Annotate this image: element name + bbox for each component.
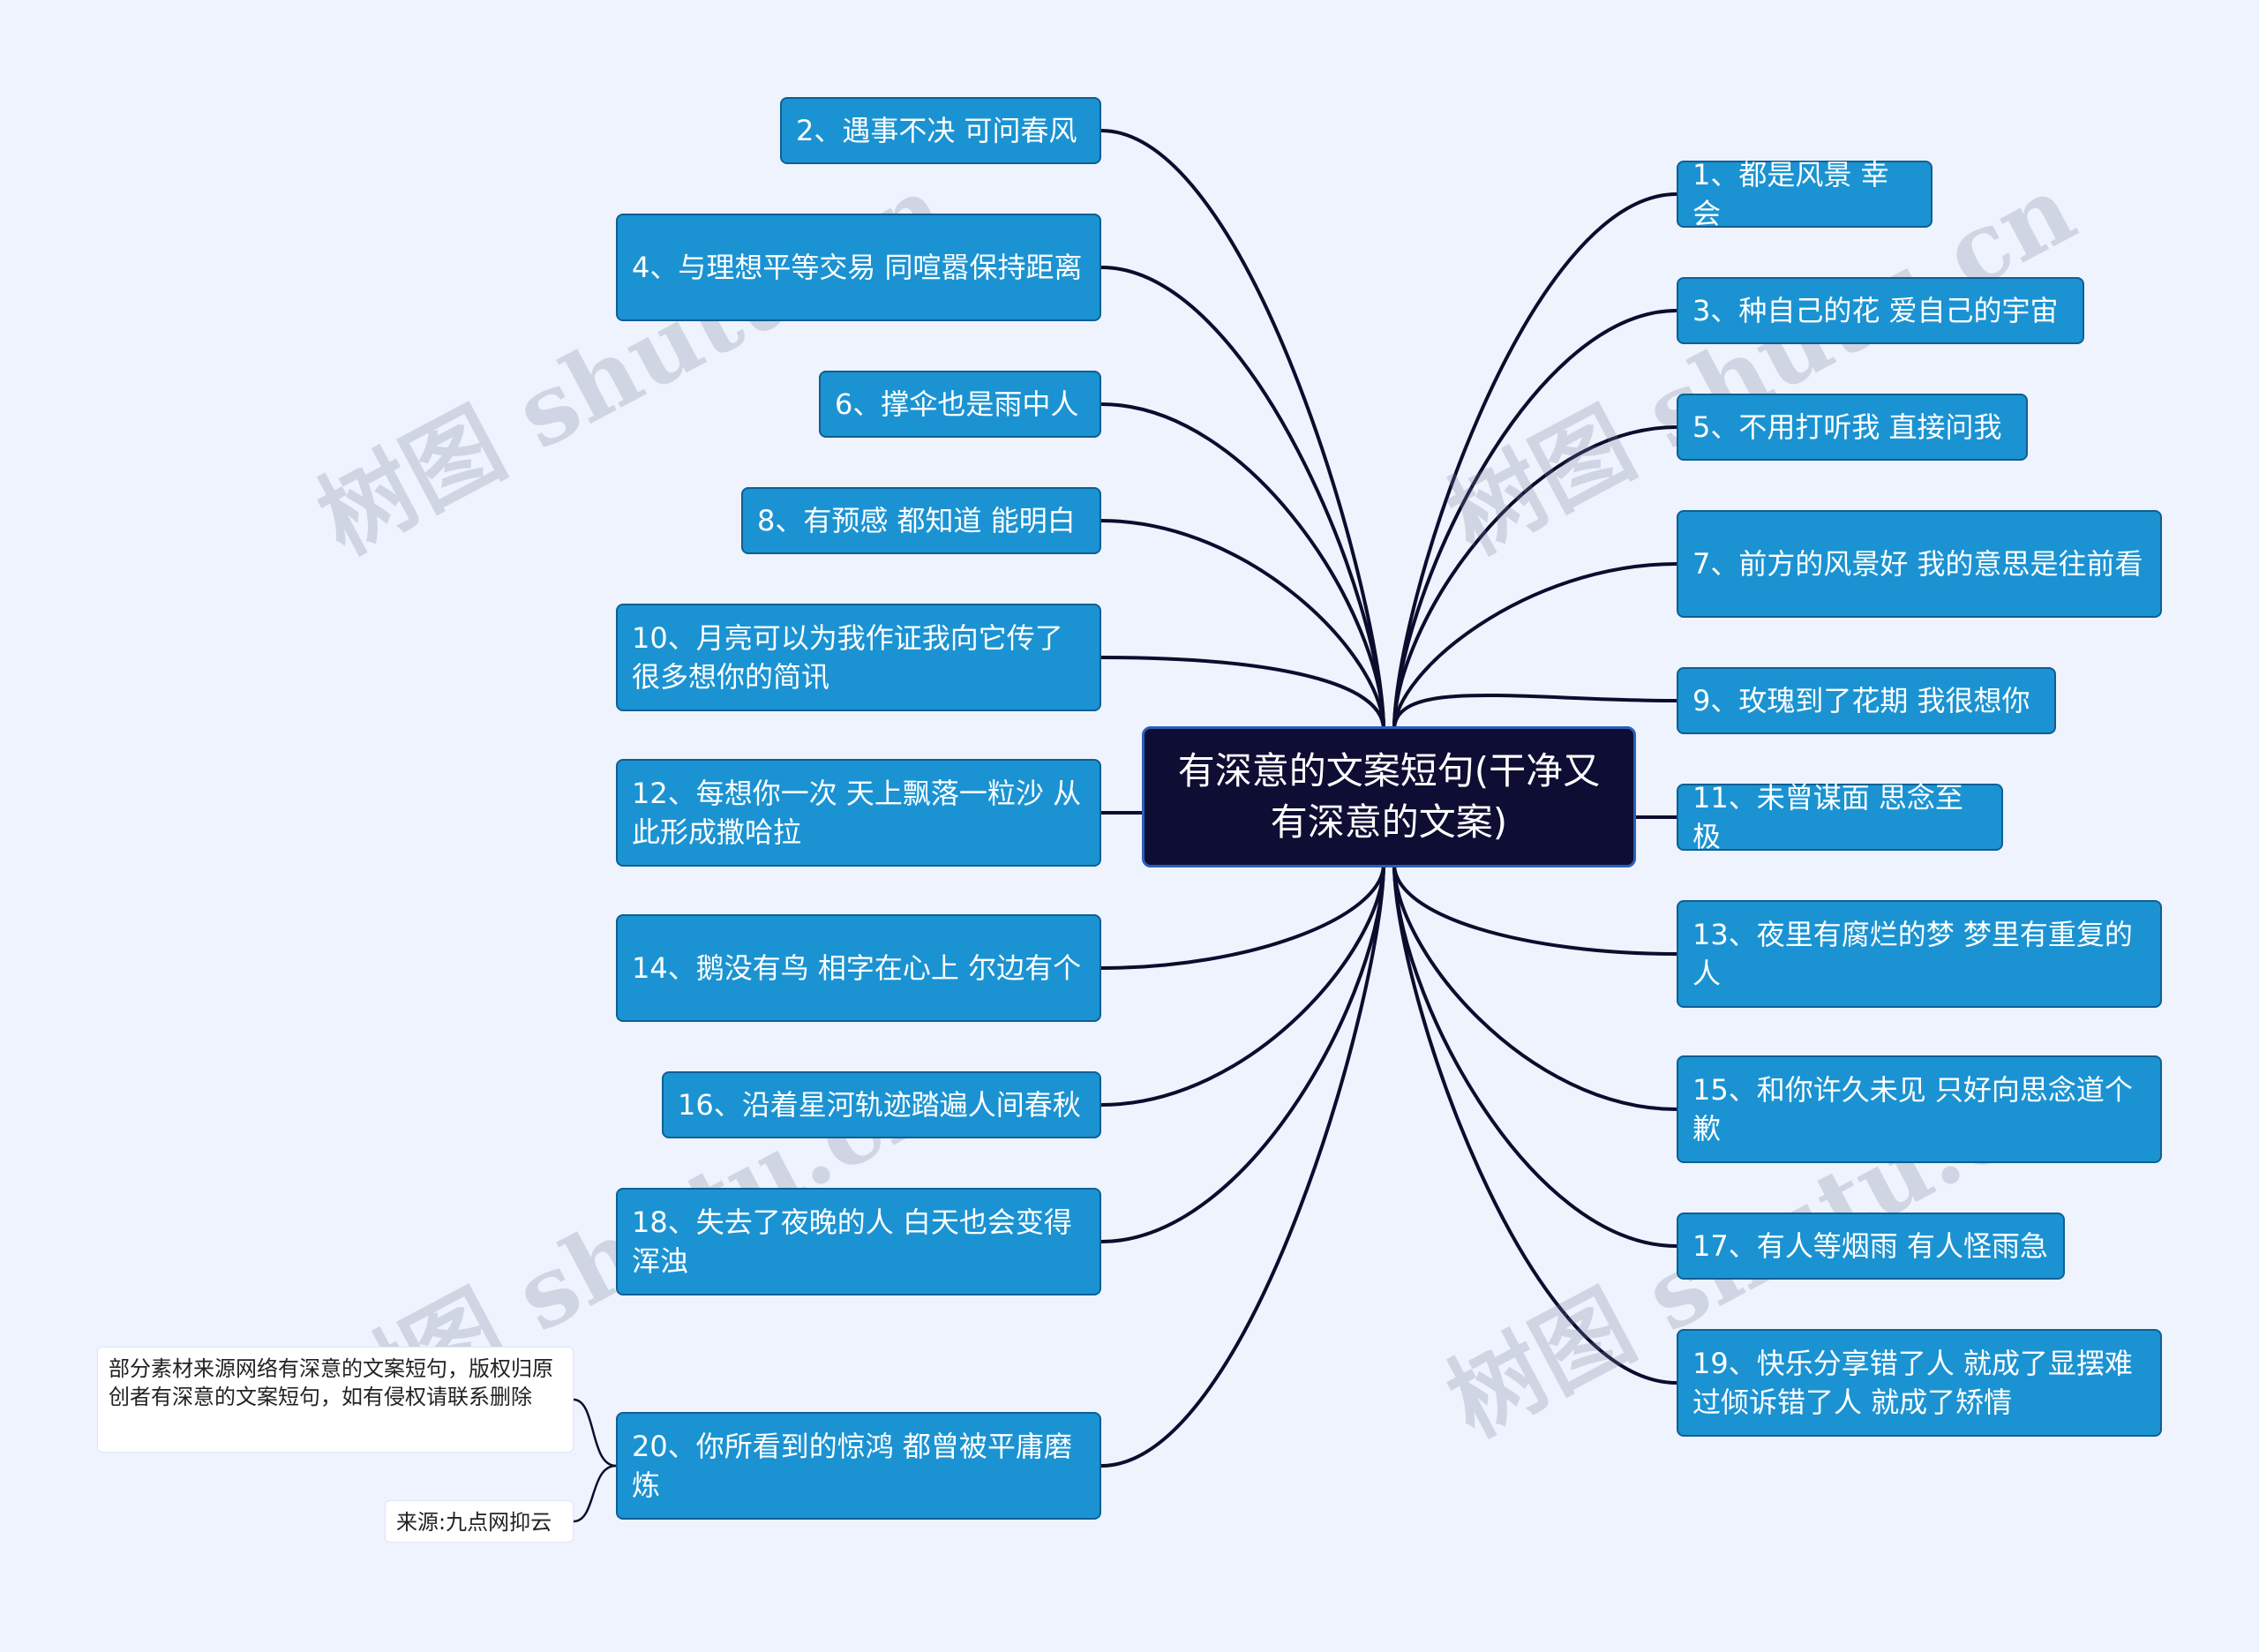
source-note: 部分素材来源网络有深意的文案短句，版权归原创者有深意的文案短句，如有侵权请联系删… [97,1347,574,1453]
connector-line [1392,309,1677,731]
connector-line [1100,266,1385,731]
branch-node-5[interactable]: 5、不用打听我 直接问我 [1677,394,2028,461]
branch-node-13[interactable]: 13、夜里有腐烂的梦 梦里有重复的人 [1677,900,2162,1008]
branch-node-1[interactable]: 1、都是风景 幸会 [1677,158,1933,230]
branch-node-4[interactable]: 4、与理想平等交易 同喧嚣保持距离 [616,214,1101,321]
branch-node-7[interactable]: 7、前方的风景好 我的意思是往前看 [1677,510,2162,618]
connector-line [1100,863,1385,1107]
branch-node-2[interactable]: 2、遇事不决 可问春风 [780,97,1101,164]
branch-node-8[interactable]: 8、有预感 都知道 能明白 [741,487,1101,554]
branch-node-11[interactable]: 11、未曾谋面 思念至极 [1677,781,2003,853]
connector-line [573,1398,617,1468]
connector-line [1100,863,1385,1243]
connector-line [1100,656,1385,731]
branch-node-17[interactable]: 17、有人等烟雨 有人怪雨急 [1677,1213,2065,1280]
connector-line [1100,402,1385,731]
branch-node-3[interactable]: 3、种自己的花 爱自己的宇宙 [1677,277,2084,344]
branch-node-18[interactable]: 18、失去了夜晚的人 白天也会变得浑浊 [616,1188,1101,1295]
connector-line [1392,863,1677,1385]
branch-node-20[interactable]: 20、你所看到的惊鸿 都曾被平庸磨炼 [616,1412,1101,1520]
connector-line [573,1464,617,1523]
branch-node-16[interactable]: 16、沿着星河轨迹踏遍人间春秋 [662,1071,1101,1138]
branch-node-14[interactable]: 14、鹅没有鸟 相字在心上 尔边有个 [616,914,1101,1022]
branch-node-19[interactable]: 19、快乐分享错了人 就成了显摆难过倾诉错了人 就成了矫情 [1677,1329,2162,1437]
branch-node-10[interactable]: 10、月亮可以为我作证我向它传了很多想你的简讯 [616,604,1101,711]
branch-node-15[interactable]: 15、和你许久未见 只好向思念道个歉 [1677,1055,2162,1163]
central-topic[interactable]: 有深意的文案短句(干净又有深意的文案) [1142,726,1636,867]
connector-line [1392,863,1677,956]
connector-line [1392,562,1677,731]
connector-line [1392,425,1677,731]
branch-node-6[interactable]: 6、撑伞也是雨中人 [819,371,1101,438]
connector-line [1100,863,1385,970]
connector-line [1392,863,1677,1111]
source-note: 来源:九点网抑云 [385,1500,574,1543]
branch-node-12[interactable]: 12、每想你一次 天上飘落一粒沙 从此形成撒哈拉 [616,759,1101,867]
connector-line [1392,192,1677,731]
branch-node-9[interactable]: 9、玫瑰到了花期 我很想你 [1677,667,2056,734]
connector-line [1100,519,1385,731]
connector-line [1100,863,1385,1468]
connector-line [1392,693,1677,731]
connector-line [1392,863,1677,1248]
